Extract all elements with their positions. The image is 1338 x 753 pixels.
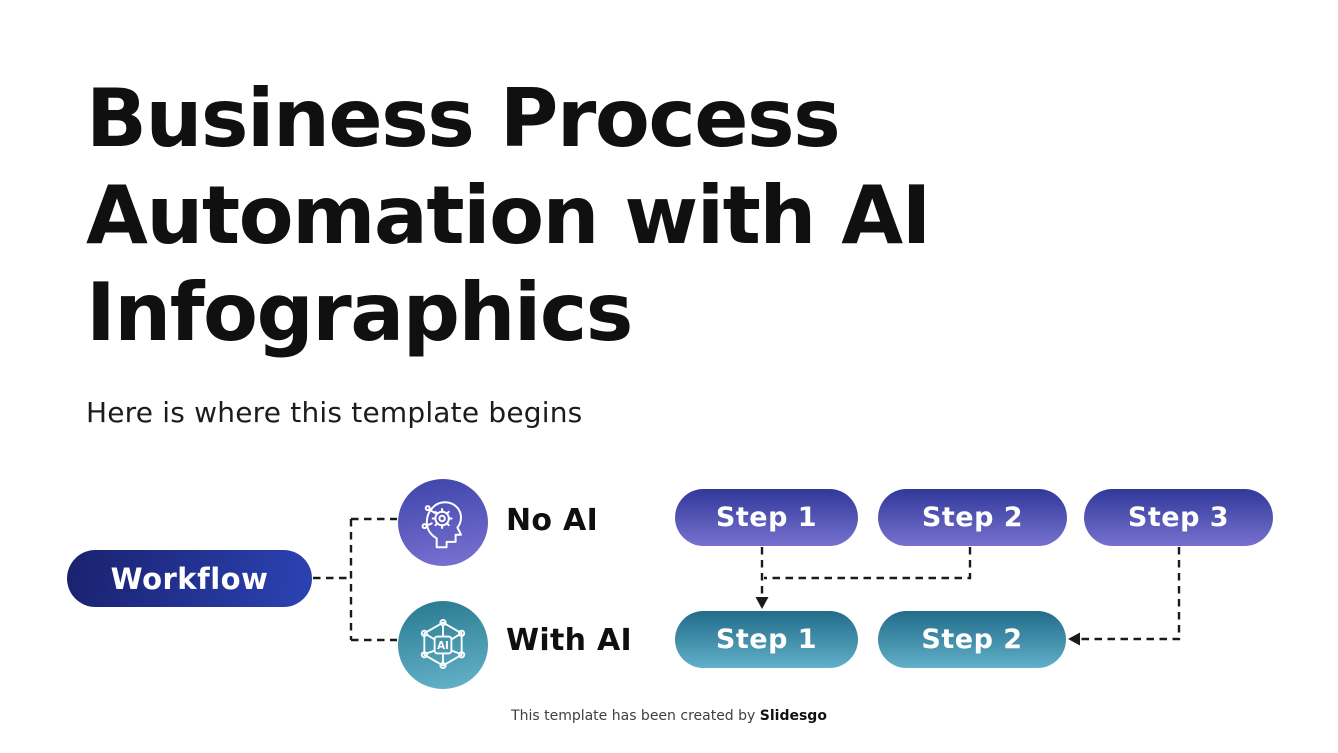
with-ai-step-1-label: Step 1 <box>715 624 818 655</box>
ai-icon-text: AI <box>437 640 449 652</box>
no-ai-step-2-label: Step 2 <box>921 502 1024 533</box>
with-ai-label: With AI <box>506 623 632 658</box>
workflow-label: Workflow <box>110 561 269 596</box>
footer-brand: Slidesgo <box>759 708 827 724</box>
no-ai-step-3-pill: Step 3 <box>1084 489 1273 546</box>
no-ai-label: No AI <box>506 503 599 538</box>
title-line-2: Automation with AI <box>86 169 931 262</box>
slide-subtitle: Here is where this template begins <box>86 396 583 429</box>
no-ai-step-1-label: Step 1 <box>715 502 818 533</box>
with-ai-step-1-pill: Step 1 <box>675 611 858 668</box>
ai-network-icon: AI <box>420 619 466 670</box>
arrowhead-left-icon <box>1068 632 1080 646</box>
with-ai-step-2-label: Step 2 <box>921 624 1023 655</box>
no-ai-step-3-label: Step 3 <box>1127 502 1230 533</box>
title-line-3: Infographics <box>86 266 633 359</box>
no-ai-step-1-pill: Step 1 <box>675 489 858 546</box>
footer-credit-text: This template has been created by <box>511 708 760 724</box>
workflow-pill: Workflow <box>67 550 312 607</box>
no-ai-circle <box>398 479 488 566</box>
slide-title: Business Process Automation with AI Info… <box>86 70 931 361</box>
title-line-1: Business Process <box>86 72 841 165</box>
connector-step3-merge <box>1080 547 1181 641</box>
no-ai-step-2-pill: Step 2 <box>878 489 1067 546</box>
arrowhead-down-icon <box>755 597 769 609</box>
connector-step2-merge <box>764 547 972 580</box>
head-gear-icon <box>421 500 462 548</box>
with-ai-circle: AI <box>398 601 488 689</box>
with-ai-step-2-pill: Step 2 <box>878 611 1066 668</box>
footer-credit: This template has been created by Slides… <box>0 708 1338 724</box>
